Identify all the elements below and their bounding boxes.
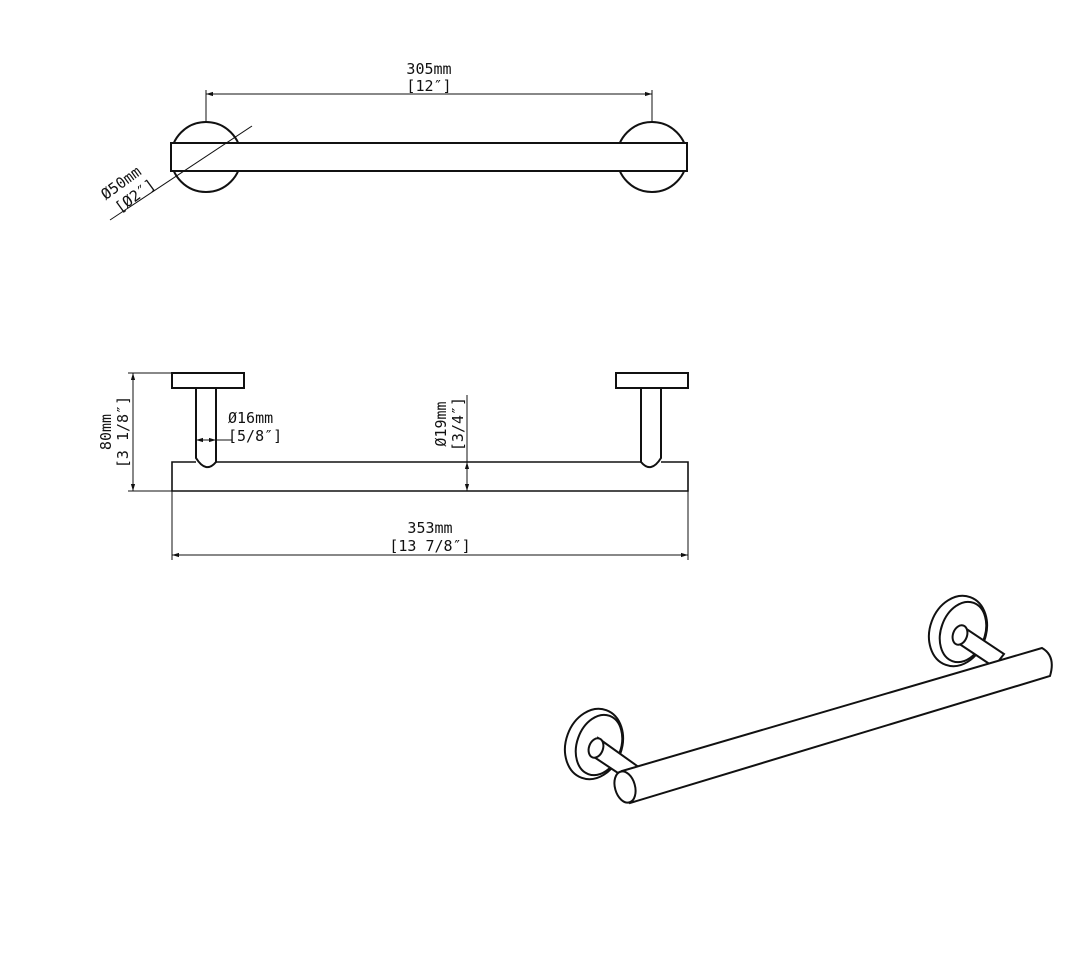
isometric-view [563,594,1053,805]
top-length-mm: 305mm [406,60,451,78]
overall-length-in: [13 7/8″] [389,537,470,555]
top-view: 305mm [12″] Ø50mm [Ø2″] [98,60,688,221]
top-length-in: [12″] [406,77,451,95]
left-plate [171,372,245,389]
front-view: 80mm [3 1/8″] Ø16mm [5/8″] Ø19mm [3/4″] … [97,372,689,560]
left-post [195,387,217,469]
overall-length-mm: 353mm [407,519,452,537]
iso-bar [620,646,1053,805]
bar-dia-in: [3/4″] [449,397,467,451]
height-in: [3 1/8″] [114,396,132,468]
height-mm: 80mm [97,414,115,450]
iso-bar-end-left [613,770,637,804]
bar-dia-mm: Ø19mm [432,401,450,446]
top-bar [170,142,688,172]
post-dia-in: [5/8″] [228,427,282,445]
right-plate [615,372,689,389]
post-dia-mm: Ø16mm [228,409,273,427]
front-bar [171,461,689,492]
right-post [640,387,662,469]
